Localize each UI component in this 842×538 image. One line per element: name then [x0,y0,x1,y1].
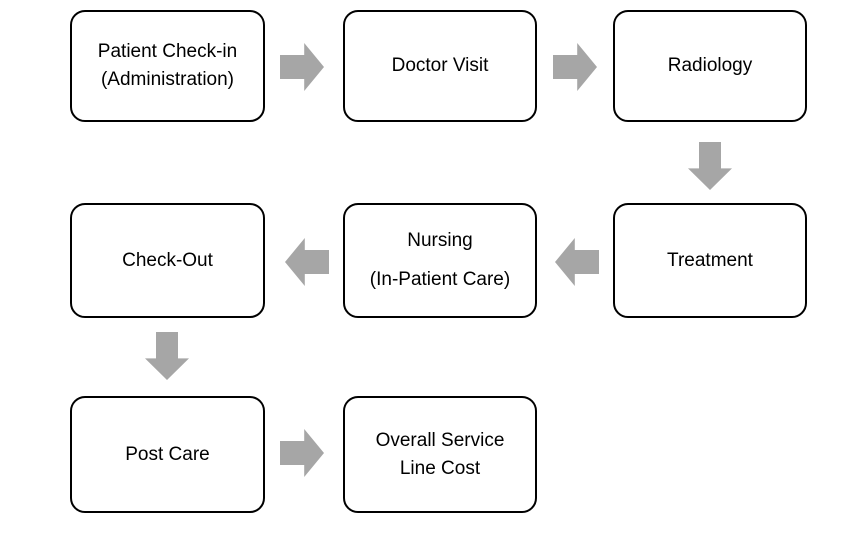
box-label-line: Treatment [667,249,753,271]
left-arrow-icon [285,238,329,286]
right-arrow-icon [280,429,324,477]
box-label-line: Post Care [125,443,210,465]
flow-box-treatment: Treatment [613,203,807,318]
flow-box-radiology: Radiology [613,10,807,122]
flow-box-nursing: Nursing (In-Patient Care) [343,203,537,318]
left-arrow-icon [555,238,599,286]
flow-box-check-out: Check-Out [70,203,265,318]
box-label-line: Overall Service [375,429,505,451]
flow-box-post-care: Post Care [70,396,265,513]
box-label-line: (In-Patient Care) [369,269,511,290]
box-label-line: Doctor Visit [391,55,489,76]
flow-box-overall-service-line-cost: Overall Service Line Cost [343,396,537,513]
box-label-line: (Administration) [100,69,235,90]
box-label-line: Radiology [667,55,753,76]
flow-box-doctor-visit: Doctor Visit [343,10,537,122]
box-label-line: Check-Out [122,249,213,271]
right-arrow-icon [280,43,324,91]
box-label-line: Patient Check-in [97,41,238,62]
right-arrow-icon [553,43,597,91]
down-arrow-icon [688,142,732,190]
box-label-line: Nursing [407,230,473,251]
down-arrow-icon [145,332,189,380]
flow-box-patient-check-in: Patient Check-in (Administration) [70,10,265,122]
box-label-line: Line Cost [399,457,481,479]
